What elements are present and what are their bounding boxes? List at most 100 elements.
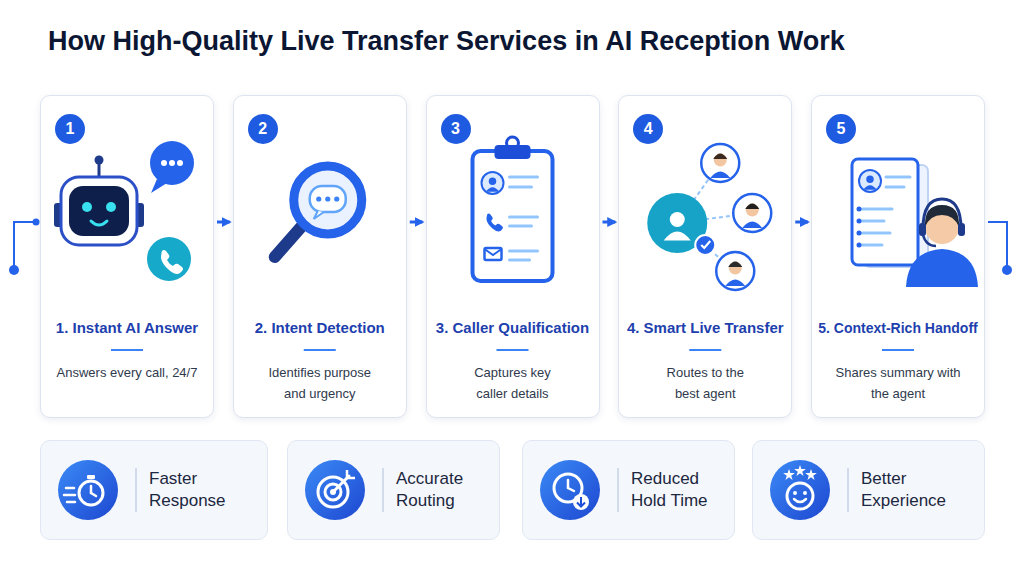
summary-bullet — [857, 243, 862, 248]
clipboard-ring — [507, 137, 519, 149]
benefit-box: Better Experience — [752, 440, 985, 540]
envelope-flap — [485, 249, 502, 255]
speed-line — [64, 494, 75, 497]
profile-head — [489, 178, 497, 186]
target-ring — [325, 484, 341, 500]
routing-line — [677, 163, 720, 223]
benefit-icon-circle — [540, 460, 600, 520]
phone-glyph — [487, 214, 504, 232]
clock-face — [554, 474, 582, 502]
envelope-icon — [485, 248, 502, 260]
step-number: 4 — [644, 121, 653, 137]
step-number-badge: 5 — [826, 114, 856, 144]
caller-head — [670, 212, 685, 227]
stopwatch-crown — [87, 475, 95, 479]
chat-dot — [325, 196, 330, 201]
target-center — [330, 489, 336, 495]
benefit-divider — [617, 468, 619, 512]
title-underline — [304, 349, 336, 351]
form-line — [510, 225, 532, 228]
step-number: 5 — [837, 121, 846, 137]
benefit-label: Better Experience — [861, 468, 967, 512]
step-title: 1. Instant AI Answer — [47, 318, 207, 338]
rating-star — [794, 465, 806, 476]
step-card: 2. Intent DetectionIdentifies purpose an… — [233, 95, 407, 418]
chat-bubble — [310, 186, 346, 212]
summary-line — [886, 176, 910, 179]
benefit-box: Faster Response — [40, 440, 268, 540]
headset-ear — [958, 223, 965, 236]
arrow-fletching — [347, 470, 355, 478]
robot-antenna — [98, 163, 101, 177]
step-card: 1. Instant AI AnswerAnswers every call, … — [40, 95, 214, 418]
agent-hair — [745, 204, 759, 210]
phone-circle — [147, 237, 191, 281]
step-number: 2 — [258, 121, 267, 137]
summary-document — [852, 159, 918, 265]
agent-avatar — [733, 194, 771, 232]
step-number-badge: 4 — [633, 114, 663, 144]
profile-circle — [482, 172, 504, 194]
chat-bubble-tail — [314, 211, 324, 219]
check-mark — [701, 241, 710, 248]
benefit-icon-circle — [305, 460, 365, 520]
document-back — [864, 165, 928, 267]
benefit-icon-circle — [770, 460, 830, 520]
benefit-label: Reduced Hold Time — [631, 468, 734, 512]
chat-bubble-tail — [151, 179, 167, 193]
benefit-icon — [318, 470, 355, 507]
step-icon — [473, 137, 553, 281]
step-card: 4. Smart Live TransferRoutes to the best… — [618, 95, 792, 418]
step-card: 3. Caller QualificationCaptures key call… — [426, 95, 600, 418]
profile-head — [866, 176, 874, 184]
smiley-eye — [793, 491, 797, 495]
stopwatch-face — [79, 481, 103, 505]
smiley-mouth — [794, 499, 806, 502]
summary-line — [862, 244, 882, 247]
chat-dot — [334, 196, 339, 201]
diagram-title: How High-Quality Live Transfer Services … — [48, 24, 845, 58]
form-line — [510, 250, 538, 253]
clock-hand — [567, 480, 570, 488]
step-title: 5. Context-Rich Handoff — [818, 318, 978, 338]
rating-star — [805, 469, 817, 480]
title-underline — [497, 349, 529, 351]
step-description: Shares summary with the agent — [833, 362, 963, 404]
flow-arrow — [410, 221, 423, 224]
step-number: 1 — [66, 121, 75, 137]
caller-circle — [647, 193, 707, 253]
profile-body — [486, 187, 500, 192]
step-card: 5. Context-Rich HandoffShares summary wi… — [811, 95, 985, 418]
robot-eye — [82, 202, 92, 212]
robot-face — [69, 186, 129, 236]
phone-glyph — [161, 250, 183, 274]
summary-line — [886, 186, 904, 189]
target-ring — [318, 477, 348, 507]
rating-star — [783, 469, 795, 480]
down-arrow — [577, 497, 585, 507]
flow-dot — [33, 219, 40, 226]
agent-face — [714, 154, 727, 167]
chat-dot — [169, 160, 175, 166]
form-line — [510, 259, 530, 262]
agent-shirt — [742, 222, 762, 229]
robot-smile — [91, 221, 107, 225]
step-number-badge: 3 — [441, 114, 471, 144]
agent-avatar — [716, 252, 754, 290]
step-description: Identifies purpose and urgency — [260, 362, 380, 404]
down-badge — [573, 494, 589, 510]
agent-face — [925, 210, 959, 244]
stopwatch-hand — [90, 486, 93, 493]
agent-hair — [713, 154, 727, 160]
chat-dot — [161, 160, 167, 166]
summary-line — [862, 220, 884, 223]
smiley-eye — [803, 491, 807, 495]
step-number-badge: 2 — [248, 114, 278, 144]
robot-ear — [135, 203, 144, 227]
speed-line — [67, 501, 75, 504]
benefit-box: Accurate Routing — [287, 440, 500, 540]
flow-dot — [9, 265, 19, 275]
